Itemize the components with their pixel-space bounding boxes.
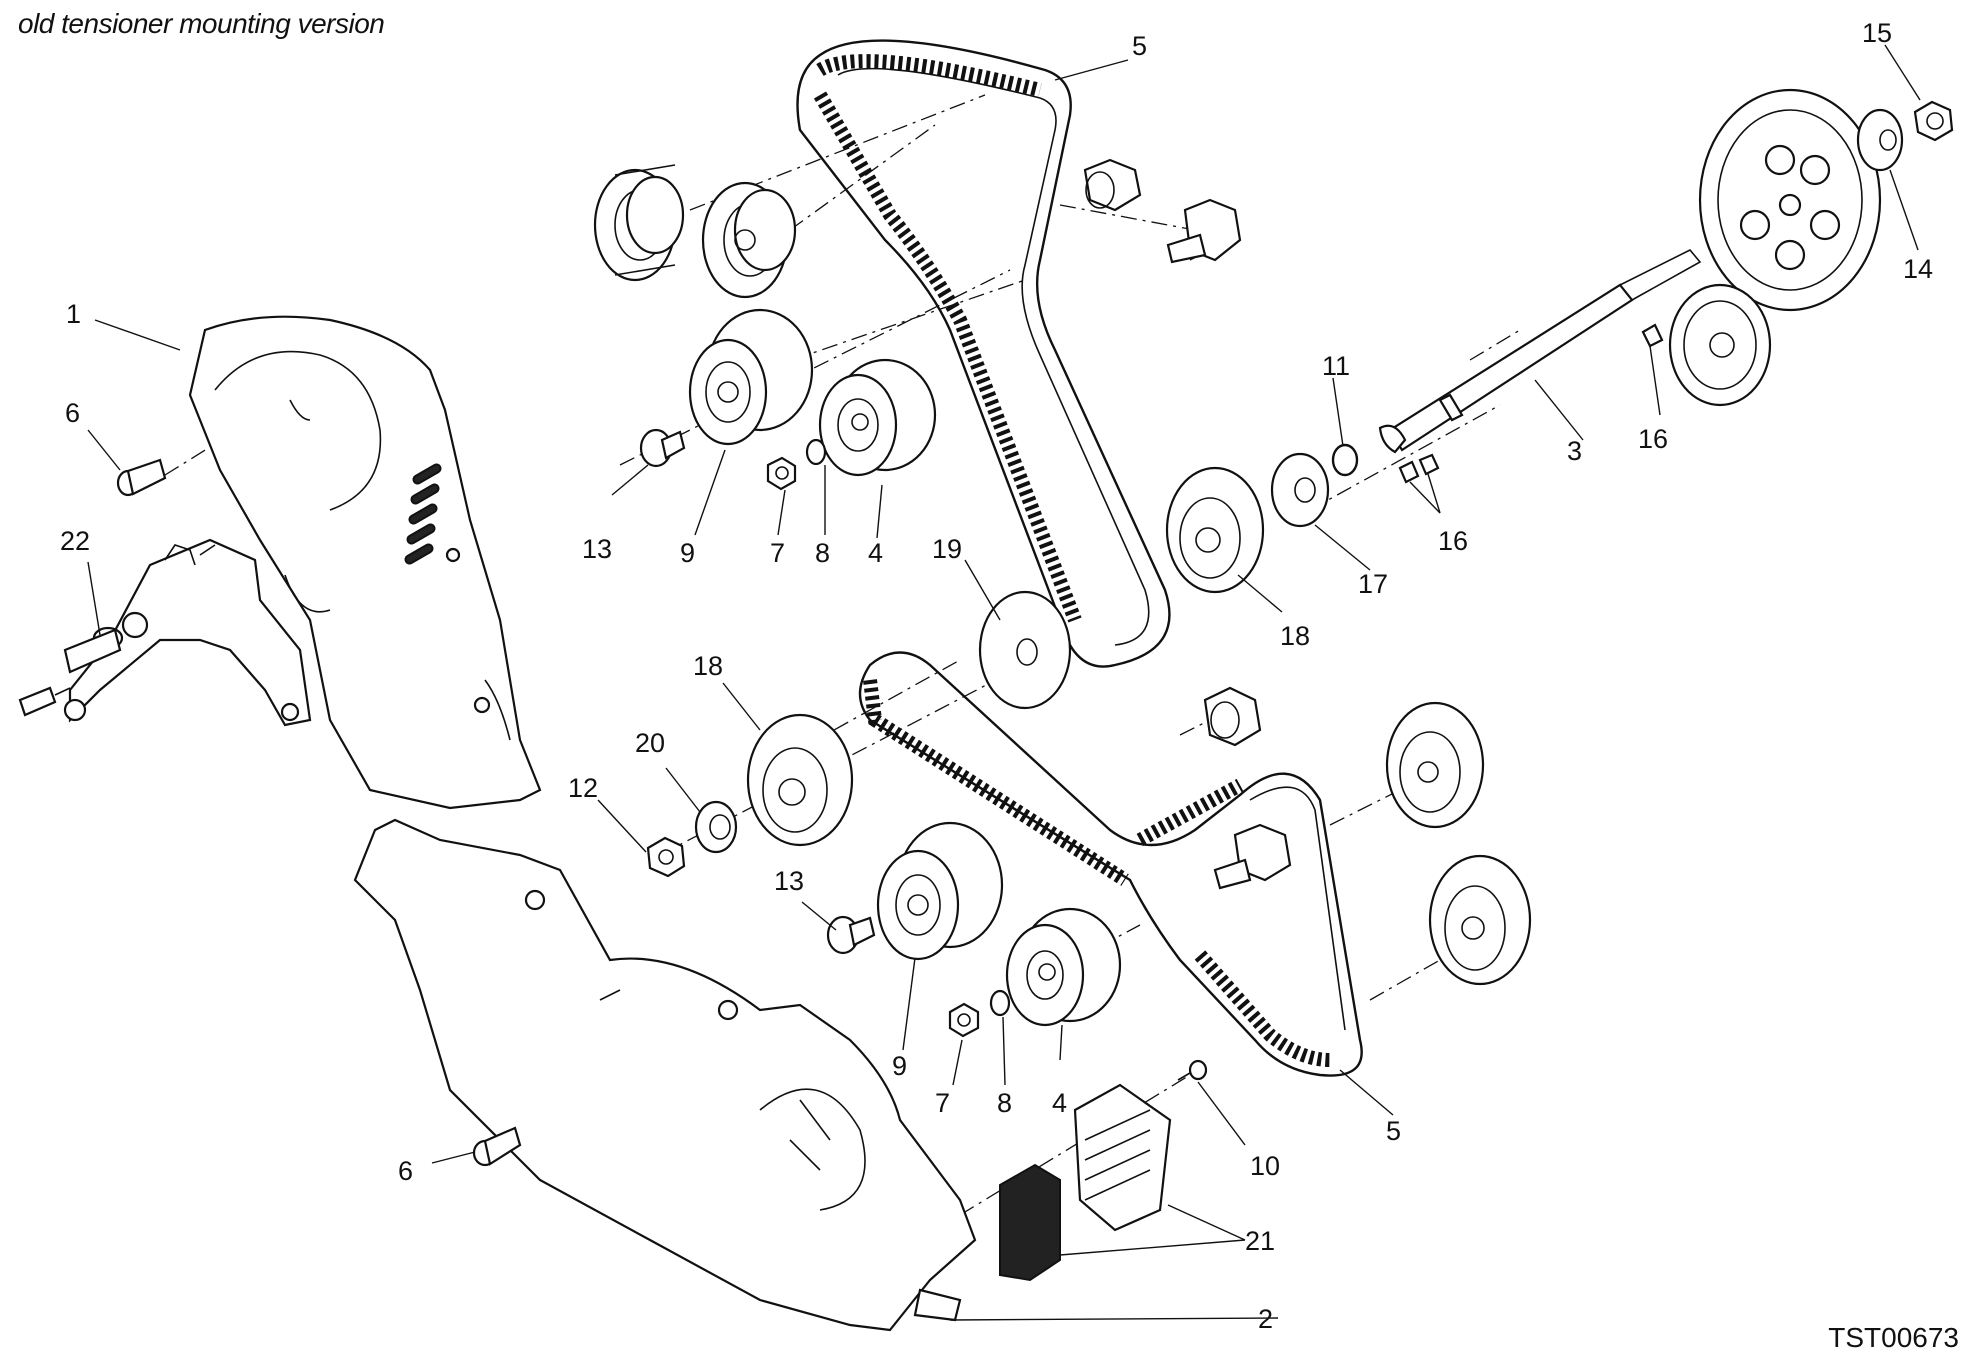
spacer-20	[694, 800, 738, 854]
cover-seal-21	[999, 1083, 1172, 1282]
timing-belt-upper	[796, 39, 1171, 668]
nut-7-lower	[948, 1002, 980, 1038]
washer-8-lower	[989, 989, 1011, 1017]
circlip-11	[1331, 443, 1359, 477]
callout-14: 14	[1903, 254, 1933, 284]
callout-17: 17	[1358, 569, 1388, 599]
callout-6-lower: 6	[398, 1156, 413, 1186]
camshaft-pulley-lower-b	[1428, 854, 1532, 986]
key-16-a	[1641, 323, 1664, 348]
upper-belt-cover	[188, 315, 542, 810]
stud-bolt-lower	[1213, 823, 1292, 890]
callout-8-lower: 8	[997, 1088, 1012, 1118]
key-16-b	[1398, 453, 1440, 484]
callout-13-lower: 13	[774, 866, 804, 896]
nut-7-upper	[766, 456, 797, 491]
auxiliary-shaft-3	[1378, 249, 1702, 454]
washer-8-upper	[805, 438, 827, 466]
washer-17	[1270, 452, 1330, 528]
nut-12	[646, 836, 686, 878]
camshaft-pulley-lower-a	[1385, 701, 1485, 829]
callout-19: 19	[932, 534, 962, 564]
screw-10	[1177, 1059, 1208, 1081]
washer-14	[1856, 108, 1904, 172]
stud-bolt-upper	[1166, 198, 1242, 264]
belt-pulley-18-lower	[746, 713, 854, 847]
callout-12: 12	[568, 773, 598, 803]
tensioner-pulley-4-lower	[1005, 907, 1122, 1027]
drawing-code: TST00673	[1828, 1322, 1959, 1353]
idler-pulley-9-lower	[876, 821, 1004, 961]
callout-18-upper: 18	[1280, 621, 1310, 651]
callout-8-upper: 8	[815, 538, 830, 568]
callout-5-lower: 5	[1386, 1116, 1401, 1146]
camshaft-pulley-upper-a	[593, 164, 685, 282]
callout-13-upper: 13	[582, 534, 612, 564]
drive-gear-large	[1698, 88, 1882, 312]
callout-7-lower: 7	[935, 1088, 950, 1118]
callout-9-lower: 9	[892, 1051, 907, 1081]
callout-15: 15	[1862, 18, 1892, 48]
callout-18-lower: 18	[693, 651, 723, 681]
callout-22: 22	[60, 526, 90, 556]
callout-2: 2	[1258, 1304, 1273, 1334]
screw-13-lower	[826, 915, 876, 955]
callout-5-upper: 5	[1132, 31, 1147, 61]
callout-16-upper: 16	[1638, 424, 1668, 454]
callout-labels: 1 2 3 4 4 5 5 6 6 7 7 8 8 9 9 10 11 12 1…	[60, 18, 1933, 1334]
callout-9-upper: 9	[680, 538, 695, 568]
timing-belt-lower	[858, 651, 1363, 1077]
cover-vent-slots	[404, 463, 442, 565]
washer-19	[978, 590, 1072, 710]
drive-gear-small	[1668, 283, 1772, 407]
callout-11: 11	[1322, 351, 1350, 381]
screw-6-lower	[472, 1126, 522, 1167]
bracket-bolt	[18, 686, 71, 717]
callout-16-lower: 16	[1438, 526, 1468, 556]
callout-3: 3	[1567, 436, 1582, 466]
screw-13-upper	[639, 428, 686, 468]
idler-pulley-9-upper	[688, 308, 814, 446]
callout-7-upper: 7	[770, 538, 785, 568]
callout-4-upper: 4	[868, 538, 883, 568]
leader-lines	[87, 44, 1921, 1321]
belt-pulley-18-upper	[1165, 466, 1265, 594]
tensioner-pulley-4-upper	[818, 358, 937, 477]
camshaft-pulley-upper-b	[701, 181, 797, 299]
lower-belt-cover	[353, 818, 977, 1332]
callout-6-upper: 6	[65, 398, 80, 428]
screw-6-upper	[116, 458, 167, 497]
callout-1: 1	[66, 299, 81, 329]
stud-bushing-lower	[1203, 686, 1262, 747]
stud-bushing-upper	[1083, 158, 1142, 212]
callout-10: 10	[1250, 1151, 1280, 1181]
tensioner-bracket	[63, 538, 312, 727]
callout-21: 21	[1245, 1226, 1275, 1256]
callout-20: 20	[635, 728, 665, 758]
callout-4-lower: 4	[1052, 1088, 1067, 1118]
tensioner-spring-22	[63, 628, 122, 674]
nut-15	[1913, 100, 1954, 142]
diagram-caption: old tensioner mounting version	[18, 8, 385, 39]
